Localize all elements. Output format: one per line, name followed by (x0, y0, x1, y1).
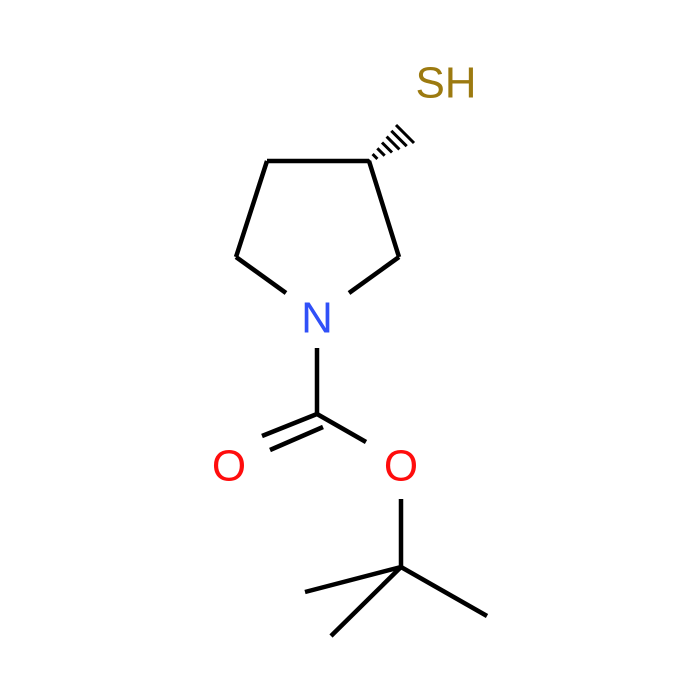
bond-c4-n (347, 255, 401, 295)
bond-c5-c2 (233, 160, 270, 258)
hashed-wedge-bond (366, 123, 416, 164)
bond-tert-carbon-methyl-bottom (329, 565, 403, 638)
carbonyl-oxygen-label: O (212, 442, 246, 491)
bond-n-c5 (234, 255, 288, 295)
bond-carbonyl-ester-oxygen (315, 412, 368, 444)
bond-tert-carbon-methyl-left (304, 564, 402, 595)
ester-oxygen-label: O (384, 442, 418, 491)
bond-tert-carbon-methyl-right (399, 565, 489, 618)
bond-carbonyl-double-outer (261, 411, 318, 439)
bond-carbonyl-double-inner (269, 424, 324, 453)
sulfur-label: SH (415, 59, 476, 108)
bond-c3-c4 (366, 160, 402, 258)
nitrogen-label: N (301, 294, 333, 343)
